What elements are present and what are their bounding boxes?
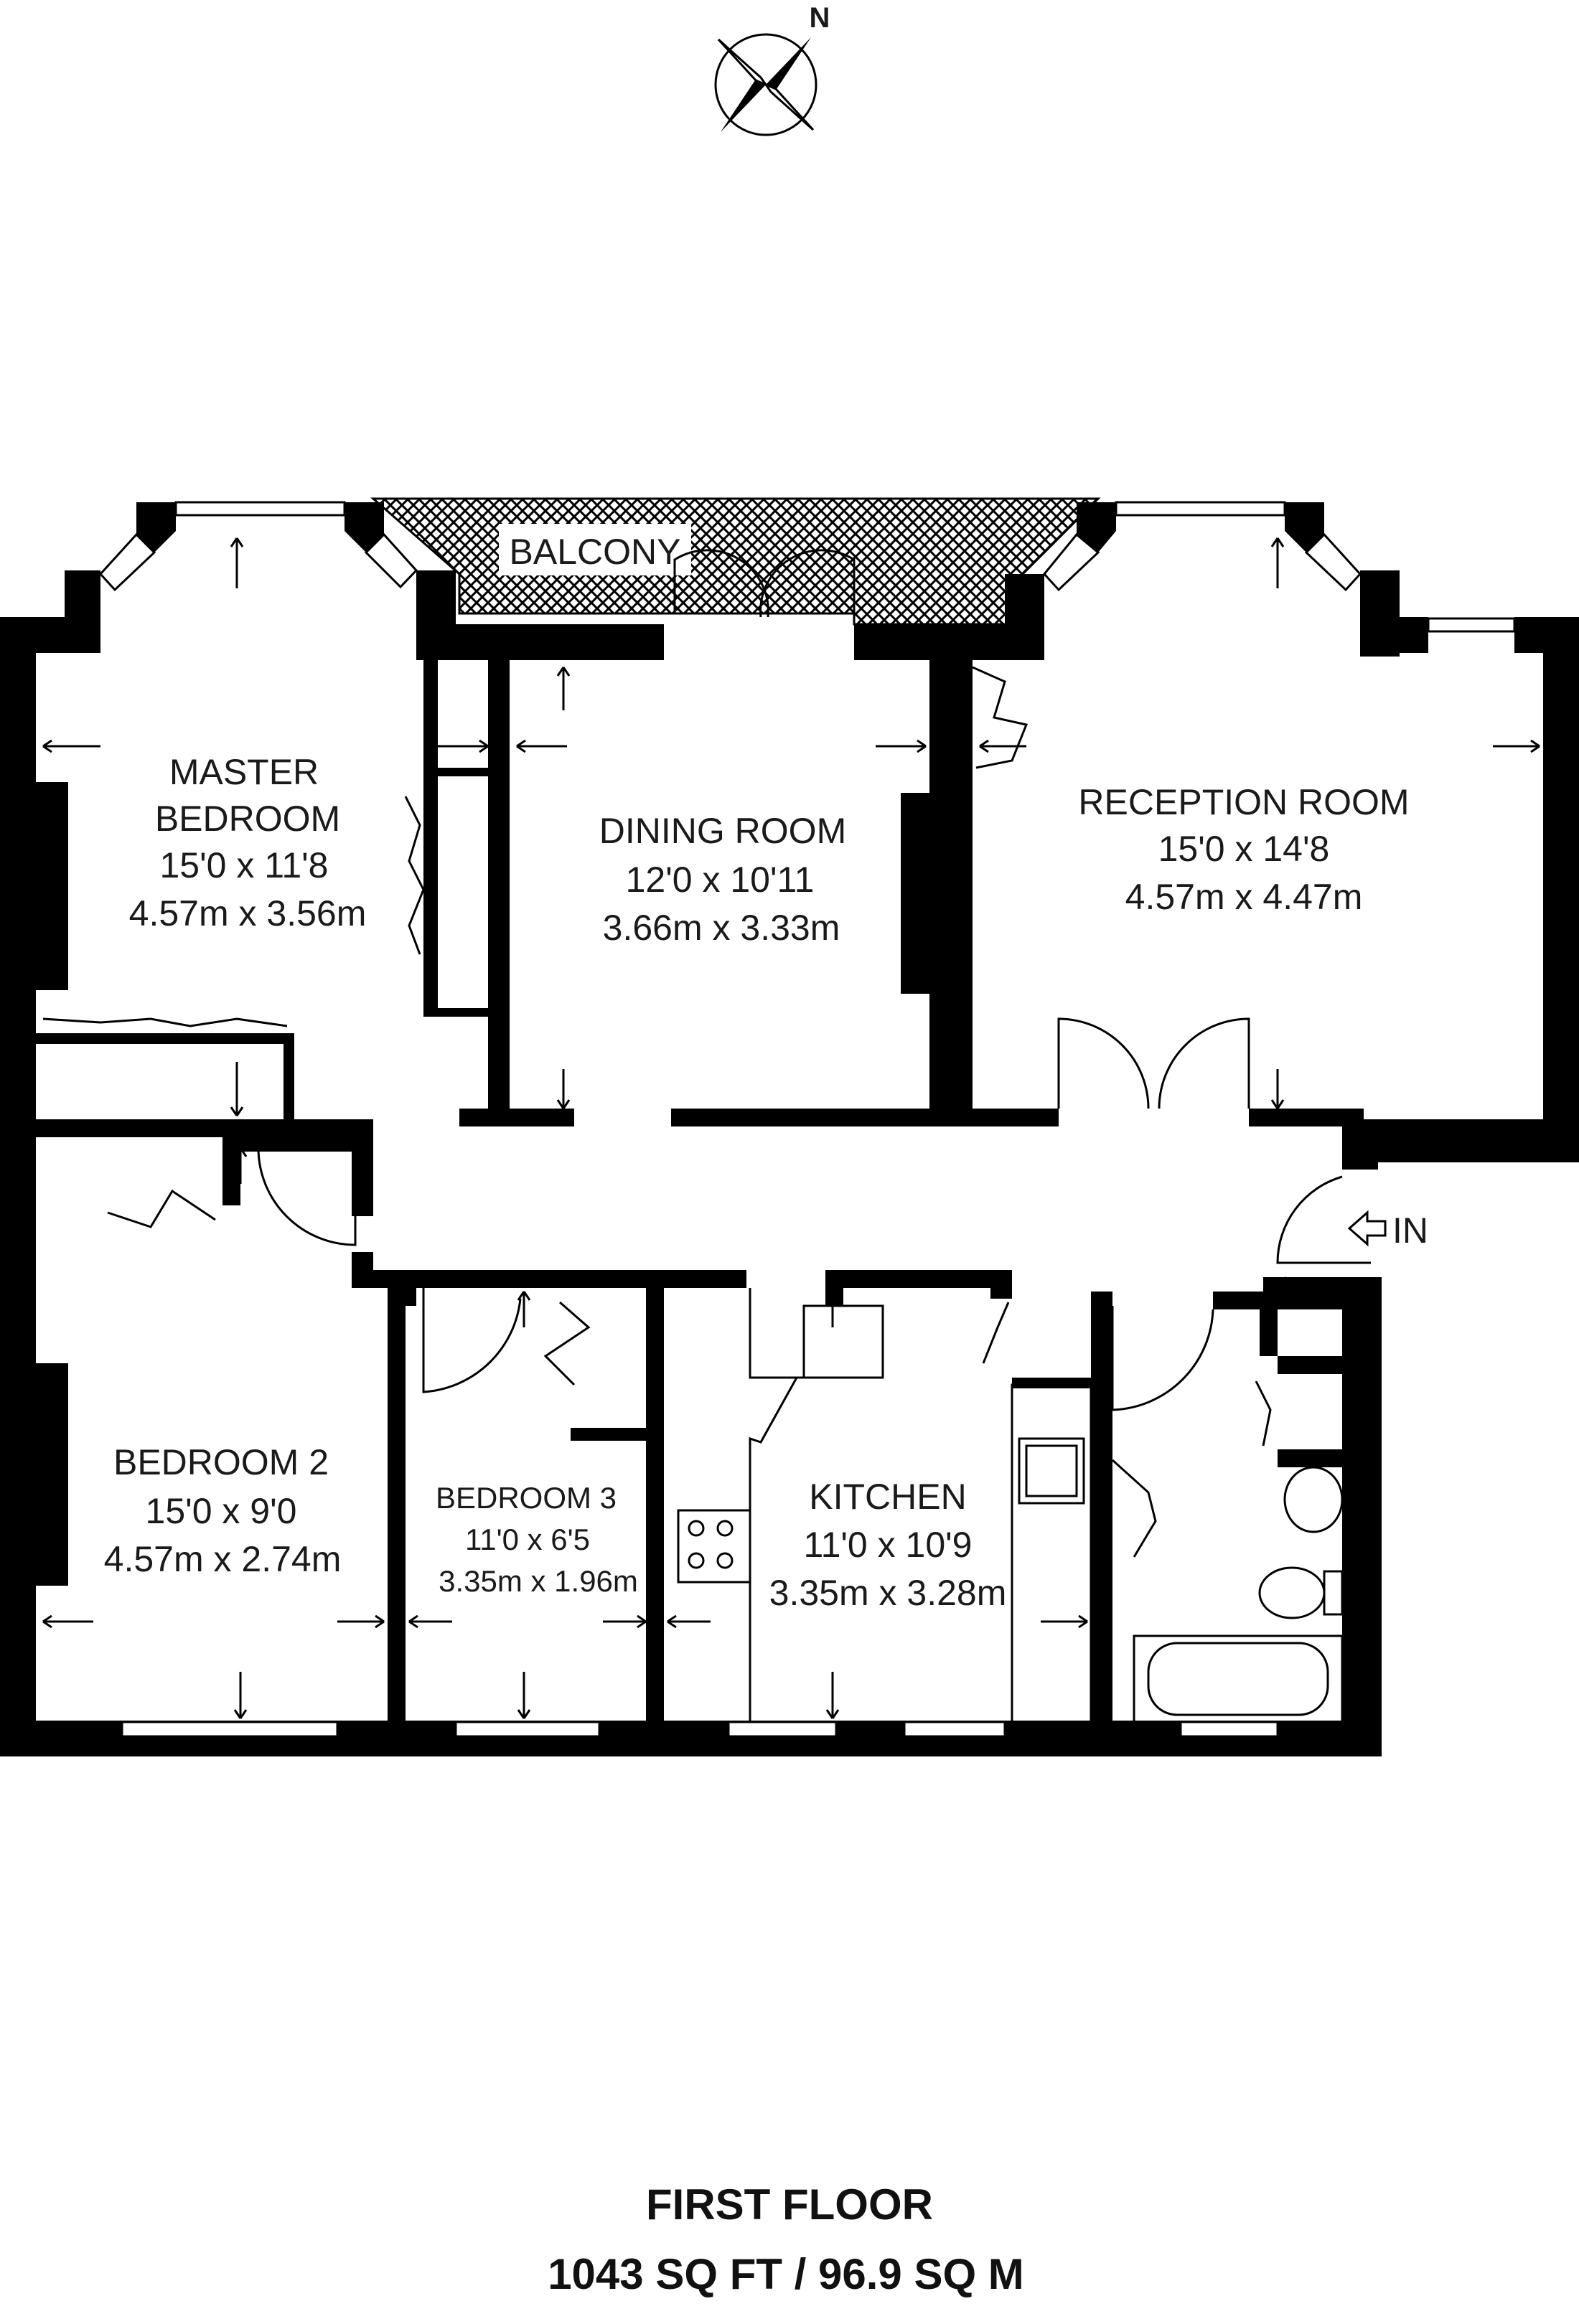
- bedroom-2-metric: 4.57m x 2.74m: [104, 1539, 342, 1579]
- master-bedroom-metric: 4.57m x 3.56m: [129, 893, 367, 933]
- kitchen-fittings: [677, 1288, 1092, 1723]
- kitchen-name: KITCHEN: [809, 1477, 966, 1517]
- balcony-area: [370, 497, 1101, 626]
- floor-area: 1043 SQ FT / 96.9 SQ M: [548, 2250, 1024, 2298]
- balcony-label-box: [499, 524, 691, 575]
- entrance-arrow-icon: [1347, 1210, 1387, 1247]
- bedroom-2-name: BEDROOM 2: [113, 1442, 329, 1482]
- compass-rose-icon: [714, 33, 817, 136]
- bedroom-3-metric: 3.35m x 1.96m: [439, 1564, 638, 1598]
- bedroom-3-name: BEDROOM 3: [436, 1481, 617, 1515]
- reception-room-name: RECEPTION ROOM: [1078, 782, 1409, 822]
- entrance-label: IN: [1392, 1210, 1428, 1251]
- bathroom-fittings: [1133, 1466, 1344, 1723]
- room-bedroom-2: BEDROOM 2 15'0 x 9'0 4.57m x 2.74m: [104, 1442, 342, 1579]
- compass-north-label: N: [810, 2, 830, 34]
- dining-room-name: DINING ROOM: [599, 811, 846, 851]
- reception-room-imperial: 15'0 x 14'8: [1158, 829, 1330, 869]
- master-bedroom-name-line1: MASTER: [169, 752, 319, 792]
- master-bedroom-name-line2: BEDROOM: [155, 799, 340, 839]
- kitchen-metric: 3.35m x 3.28m: [769, 1573, 1007, 1613]
- master-bedroom-imperial: 15'0 x 11'8: [159, 845, 328, 885]
- room-reception-room: RECEPTION ROOM 15'0 x 14'8 4.57m x 4.47m: [1078, 782, 1409, 917]
- room-dining-room: DINING ROOM 12'0 x 10'11 3.66m x 3.33m: [599, 811, 846, 948]
- dimension-arrows: [42, 537, 1540, 1719]
- reception-room-metric: 4.57m x 4.47m: [1125, 877, 1363, 917]
- balcony-label: BALCONY: [510, 532, 681, 572]
- bedroom-2-imperial: 15'0 x 9'0: [146, 1491, 297, 1531]
- room-master-bedroom: MASTER BEDROOM 15'0 x 11'8 4.57m x 3.56m: [129, 752, 367, 933]
- bedroom-3-imperial: 11'0 x 6'5: [465, 1523, 590, 1556]
- floor-title: FIRST FLOOR: [646, 2180, 933, 2229]
- doors: [42, 549, 1371, 1558]
- room-bedroom-3: BEDROOM 3 11'0 x 6'5 3.35m x 1.96m: [436, 1481, 638, 1598]
- dining-room-imperial: 12'0 x 10'11: [626, 860, 815, 900]
- kitchen-imperial: 11'0 x 10'9: [803, 1525, 972, 1565]
- room-kitchen: KITCHEN 11'0 x 10'9 3.35m x 3.28m: [769, 1477, 1007, 1613]
- dining-room-metric: 3.66m x 3.33m: [603, 908, 840, 948]
- exterior-walls: [0, 502, 1579, 1756]
